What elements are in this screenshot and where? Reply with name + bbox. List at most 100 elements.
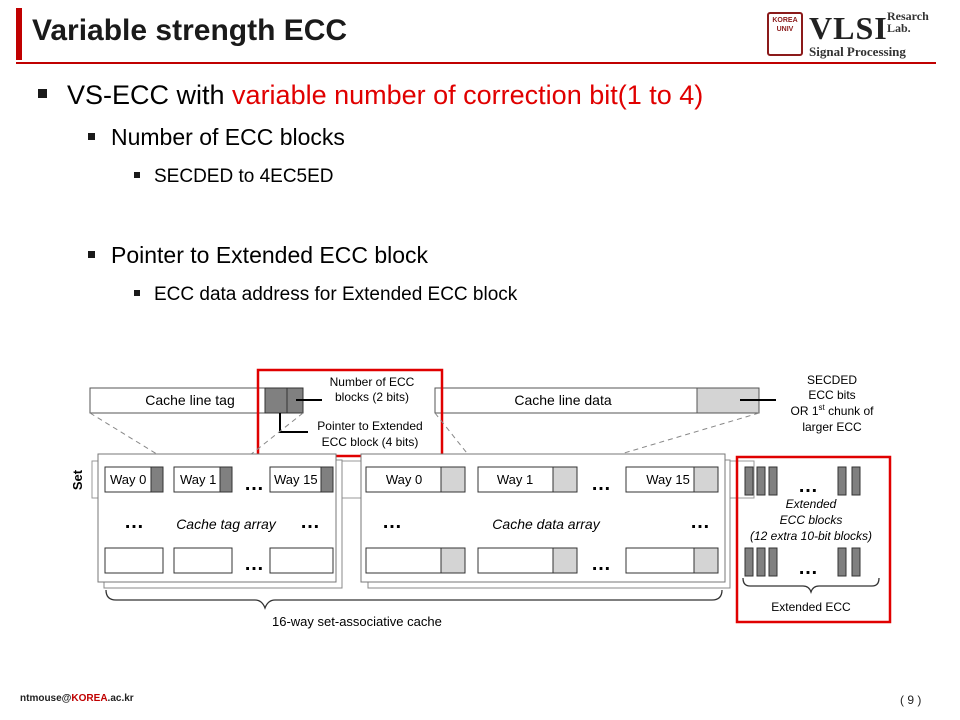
pointer-leader [279, 413, 308, 433]
cache-brace [105, 589, 723, 610]
data-row-last-ecc3 [693, 547, 719, 574]
tag-way15-ecc [320, 466, 334, 493]
cache-label: 16-way set-associative cache [272, 614, 442, 629]
data-last-ellipsis: … [591, 553, 611, 575]
tag-row-last-box1 [104, 547, 164, 574]
slide-title: Variable strength ECC [32, 14, 348, 47]
ext-block [837, 547, 847, 577]
footer-email-suffix: .ac.kr [107, 693, 134, 704]
vlsi-lab-logo: KOREA UNIV VLSI Resarch Lab. Signal Proc… [765, 8, 935, 60]
ext-label-line3: (12 extra 10-bit blocks) [750, 529, 872, 543]
ext-block [744, 547, 754, 577]
ext-block [768, 547, 778, 577]
secded-line3-b: chunk of [825, 404, 874, 418]
tag-last-ellipsis: … [244, 553, 264, 575]
bullet-sub2-detail: ECC data address for Extended ECC block [134, 284, 517, 306]
secded-line3-sup: st [819, 403, 826, 412]
logo-research: Resarch Lab. [887, 10, 929, 34]
cache-line-data-label: Cache line data [514, 392, 612, 408]
data-way15-label: Way 15 [646, 472, 690, 487]
ext-block [851, 466, 861, 496]
footer-email-domain: KOREA [71, 693, 108, 704]
bullet-sub1-detail: SECDED to 4EC5ED [134, 166, 334, 188]
secded-label-line2: ECC bits [808, 388, 855, 402]
ext-bottom-ellipsis: … [798, 557, 818, 579]
data-row1-ellipsis: … [591, 473, 611, 495]
metadata-highlight-box [256, 368, 444, 458]
ext-block [851, 547, 861, 577]
tag-way0-ecc [150, 466, 164, 493]
logo-research-line1: Resarch [887, 9, 929, 23]
ext-label-line2: ECC blocks [780, 513, 843, 527]
bullet-main: VS-ECC with variable number of correctio… [38, 80, 703, 111]
tag-row-last-box3 [269, 547, 334, 574]
tag-way0-label: Way 0 [110, 472, 146, 487]
data-mid-ellipsis-right: … [690, 511, 710, 533]
num-ecc-blocks-field [264, 387, 288, 414]
page-number: ( 9 ) [900, 693, 922, 707]
extended-ecc-highlight-box [735, 455, 892, 624]
title-divider [16, 62, 936, 64]
title-accent-bar [16, 8, 22, 60]
bullet-sub2-text: Pointer to Extended ECC block [111, 242, 429, 268]
num-blocks-label-line1: Number of ECC [330, 375, 415, 389]
square-bullet-icon [88, 133, 95, 140]
data-way1-ecc [552, 466, 578, 493]
cache-line-data-box [434, 387, 698, 414]
bullet-main-prefix: VS-ECC with [67, 80, 233, 110]
square-bullet-icon [38, 89, 47, 98]
pointer-label-line2: ECC block (4 bits) [322, 435, 419, 449]
ext-block [744, 466, 754, 496]
bullet-sub1: Number of ECC blocks [88, 124, 345, 151]
tag-way15-label: Way 15 [274, 472, 318, 487]
cache-line-tag-label: Cache line tag [145, 392, 235, 408]
ext-ecc-label: Extended ECC [771, 600, 851, 614]
extended-ecc-bottom-blocks [744, 547, 861, 577]
university-seal-icon: KOREA UNIV [767, 12, 803, 56]
data-way1-label: Way 1 [497, 472, 533, 487]
data-way0-ecc [440, 466, 466, 493]
cache-line-tag-box [89, 387, 266, 414]
tag-row-last-box2 [173, 547, 233, 574]
ext-block [756, 466, 766, 496]
pointer-label-line1: Pointer to Extended [317, 419, 422, 433]
ext-block [756, 547, 766, 577]
num-blocks-label-line2: blocks (2 bits) [335, 390, 409, 404]
data-array-label: Cache data array [492, 516, 600, 532]
zoom-line-data-right [576, 412, 760, 468]
bullet-sub1-text: Number of ECC blocks [111, 124, 345, 150]
logo-research-line2: Lab. [887, 21, 911, 35]
data-row-last-ecc2 [552, 547, 578, 574]
data-mid-ellipsis-left: … [382, 511, 402, 533]
tag-way1-ecc [219, 466, 233, 493]
square-bullet-icon [134, 172, 140, 178]
tag-row1-ellipsis: … [244, 473, 264, 495]
footer-email-user: ntmouse@ [20, 693, 72, 704]
set-label: Set [70, 469, 85, 490]
tag-mid-ellipsis-left: … [124, 511, 144, 533]
bullet-main-highlight: variable number of correction bit(1 to 4… [232, 80, 704, 110]
bullet-sub1-detail-text: SECDED to 4EC5ED [154, 166, 334, 187]
ext-block [837, 466, 847, 496]
ext-label-line1: Extended [786, 497, 837, 511]
extended-ecc-top-blocks [744, 466, 861, 496]
footer-email: ntmouse@KOREA.ac.kr [20, 693, 134, 704]
secded-label-line4: larger ECC [802, 420, 862, 434]
tag-mid-ellipsis-right: … [300, 511, 320, 533]
data-row-last-ecc1 [440, 547, 466, 574]
data-way0-label: Way 0 [386, 472, 422, 487]
secded-label-line1: SECDED [807, 373, 857, 387]
tag-array-label: Cache tag array [176, 516, 277, 532]
tag-way1-label: Way 1 [180, 472, 216, 487]
data-way15-ecc [693, 466, 719, 493]
ext-top-ellipsis: … [798, 475, 818, 497]
logo-subtitle: Signal Processing [809, 44, 906, 59]
square-bullet-icon [88, 251, 95, 258]
extended-ecc-brace [742, 577, 880, 595]
bullet-sub2: Pointer to Extended ECC block [88, 242, 428, 269]
square-bullet-icon [134, 290, 140, 296]
ext-block [768, 466, 778, 496]
logo-name: VLSI [809, 10, 888, 46]
secded-line3-a: OR 1 [791, 404, 819, 418]
